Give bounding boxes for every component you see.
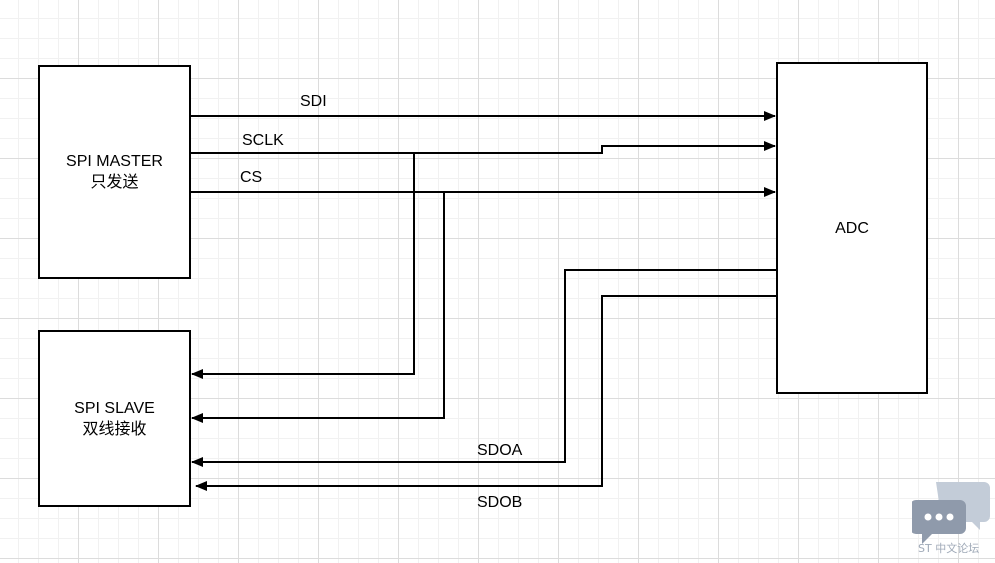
sdob-line: [195, 295, 776, 491]
spi-master-box: SPI MASTER 只发送: [38, 65, 191, 279]
sclk-line: [191, 141, 776, 154]
chat-bubble-icon: [912, 482, 990, 544]
sclk-label: SCLK: [242, 132, 284, 149]
sclk-branch-line: [191, 153, 415, 379]
cs-branch-line: [191, 192, 445, 423]
spi-master-title: SPI MASTER: [66, 153, 163, 170]
spi-slave-box: SPI SLAVE 双线接收: [38, 330, 191, 507]
spi-slave-title: SPI SLAVE: [74, 399, 155, 417]
adc-box: ADC: [776, 62, 928, 394]
sdob-label: SDOB: [477, 494, 523, 511]
sdoa-line: [191, 269, 776, 467]
watermark-text: ST 中文论坛: [918, 542, 980, 555]
spi-master-subtitle: 只发送: [90, 174, 139, 191]
sdi-label: SDI: [300, 93, 327, 110]
adc-label: ADC: [835, 219, 869, 237]
cs-label: CS: [240, 169, 263, 186]
sdoa-label: SDOA: [477, 442, 523, 459]
spi-slave-subtitle: 双线接收: [82, 420, 147, 438]
